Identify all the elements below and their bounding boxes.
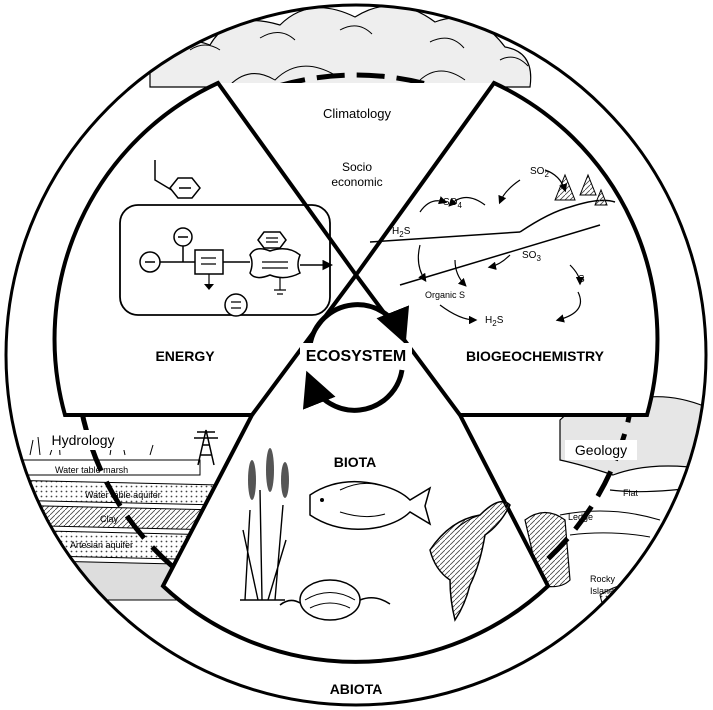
organic-s-label: Organic S — [425, 290, 465, 300]
ledge-label: Ledge — [568, 512, 593, 522]
socio-label-line1: Socio — [342, 160, 372, 174]
s-label: S — [578, 274, 585, 285]
clay-label: Clay — [100, 514, 119, 524]
flat-label: Flat — [623, 488, 639, 498]
climatology-label: Climatology — [323, 106, 391, 121]
water-table-aquifer-label: Water table aquifer — [85, 490, 161, 500]
artesian-aquifer-label: Artesian aquifer — [70, 540, 133, 550]
biogeochemistry-label: BIOGEOCHEMISTRY — [466, 348, 605, 364]
geology-label: Geology — [575, 442, 627, 458]
abiota-label: ABIOTA — [330, 681, 383, 697]
energy-label: ENERGY — [155, 348, 215, 364]
water-table-marsh-label: Water table marsh — [55, 465, 128, 475]
rocky-label-line2: Island — [590, 586, 614, 596]
biota-label: BIOTA — [334, 454, 377, 470]
hydrology-label: Hydrology — [51, 432, 114, 448]
rocky-label-line1: Rocky — [590, 574, 616, 584]
geology-illustration — [525, 397, 713, 615]
ecosystem-label: ECOSYSTEM — [306, 348, 406, 365]
socio-label-line2: economic — [331, 175, 382, 189]
